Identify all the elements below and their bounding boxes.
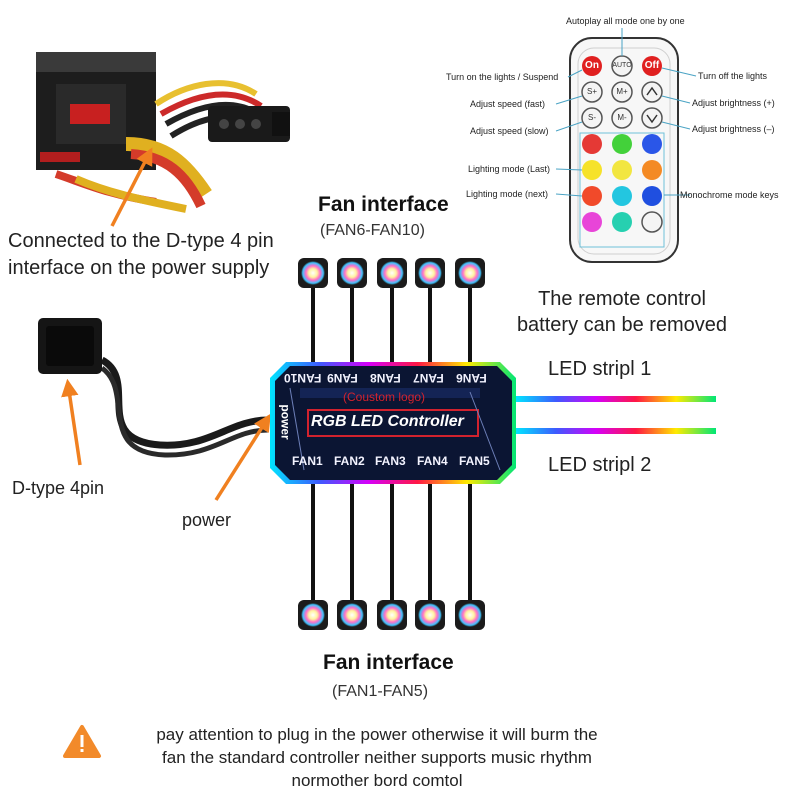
- fan4-label: FAN4: [417, 454, 448, 468]
- brightness-up-icon: [646, 86, 658, 96]
- fan-bottom-4: [415, 600, 445, 630]
- fan8-label: FAN8: [370, 371, 401, 385]
- bottom-fans: [298, 600, 485, 630]
- fan-bottom-2: [337, 600, 367, 630]
- callout-mode-last: Lighting mode (Last): [468, 164, 551, 174]
- remote-speed-plus-button: [581, 81, 603, 103]
- dtype-connector: [38, 318, 269, 458]
- callout-mode-next: Lighting mode (next): [466, 189, 549, 199]
- psu-caption-line1: Connected to the D-type 4 pin: [8, 230, 274, 252]
- psu-caption-line2: interface on the power supply: [8, 257, 270, 279]
- remote-control: [555, 28, 697, 263]
- led-strip-1-label: LED stripl 1: [548, 358, 652, 380]
- dtype-arrow: [61, 378, 82, 466]
- remote-mode-minus-button: [611, 107, 633, 129]
- fan10-label: FAN10: [284, 371, 322, 385]
- custom-logo-label: (Coustom logo): [343, 390, 426, 404]
- remote-off-label: Off: [644, 60, 660, 71]
- remote-m-plus-label: M+: [616, 87, 628, 96]
- warning-line3: normother bord comtol: [291, 771, 463, 790]
- led-strip-1: [516, 396, 716, 402]
- power-arrow: [214, 413, 271, 501]
- warning-icon: [63, 725, 101, 758]
- fan-top-title: Fan interface: [318, 193, 449, 216]
- fan-top-3: [377, 258, 407, 288]
- warning-line2: fan the standard controller neither supp…: [162, 748, 592, 767]
- warning-line1: pay attention to plug in the power other…: [156, 725, 598, 744]
- led-strip-2: [516, 428, 716, 434]
- remote-auto-label: AUTO: [612, 62, 632, 69]
- warning-text: pay attention to plug in the power other…: [112, 723, 642, 792]
- fan1-label: FAN1: [292, 454, 323, 468]
- led-strip-2-label: LED stripl 2: [548, 454, 652, 476]
- top-fan-cables: [311, 282, 472, 362]
- callout-turn-on: Turn on the lights / Suspend: [446, 72, 559, 82]
- callout-autoplay: Autoplay all mode one by one: [566, 16, 685, 26]
- fan5-label: FAN5: [459, 454, 490, 468]
- psu-photo: [36, 44, 316, 214]
- remote-off-button: [642, 56, 662, 76]
- fan6-label: FAN6: [456, 371, 487, 385]
- fan-bottom-3: [377, 600, 407, 630]
- rgb-controller: [270, 362, 516, 484]
- remote-s-plus-label: S+: [586, 87, 597, 96]
- fan7-label: FAN7: [413, 371, 444, 385]
- remote-s-minus-label: S-: [588, 113, 596, 122]
- fan9-label: FAN9: [327, 371, 358, 385]
- callout-bright-minus: Adjust brightness (–): [692, 124, 775, 134]
- remote-on-button: [582, 56, 602, 76]
- fan-bottom-1: [298, 600, 328, 630]
- brightness-down-icon: [646, 114, 658, 124]
- remote-on-label: On: [585, 60, 599, 71]
- fan-top-subtitle: (FAN6-FAN10): [320, 222, 425, 239]
- callout-turn-off: Turn off the lights: [698, 71, 768, 81]
- remote-bright-up-button: [641, 81, 663, 103]
- fan-bottom-subtitle: (FAN1-FAN5): [332, 683, 429, 700]
- fan-top-4: [415, 258, 445, 288]
- fan-top-2: [337, 258, 367, 288]
- controller-power-label: power: [278, 404, 293, 440]
- psu-caption: Connected to the D-type 4 pin interface …: [8, 228, 274, 282]
- battery-line1: The remote control: [538, 288, 706, 310]
- fan2-label: FAN2: [334, 454, 365, 468]
- remote-m-minus-label: M-: [617, 113, 627, 122]
- controller-title: RGB LED Controller: [311, 413, 464, 430]
- fan3-label: FAN3: [375, 454, 406, 468]
- remote-mode-plus-button: [611, 81, 633, 103]
- fan-top-1: [298, 258, 328, 288]
- battery-note: The remote control battery can be remove…: [508, 286, 736, 338]
- fan-top-5: [455, 258, 485, 288]
- callout-mono-keys: Monochrome mode keys: [680, 190, 779, 200]
- top-fans: [298, 258, 485, 288]
- callout-speed-fast: Adjust speed (fast): [470, 99, 546, 109]
- dtype-label: D-type 4pin: [12, 478, 105, 498]
- psu-arrow: [110, 147, 153, 227]
- fan-bottom-title: Fan interface: [323, 651, 454, 674]
- callout-bright-plus: Adjust brightness (+): [692, 98, 775, 108]
- power-label: power: [182, 510, 232, 530]
- remote-speed-minus-button: [581, 107, 603, 129]
- fan-bottom-5: [455, 600, 485, 630]
- callout-speed-slow: Adjust speed (slow): [470, 126, 549, 136]
- remote-bright-down-button: [641, 107, 663, 129]
- battery-line2: battery can be removed: [516, 314, 728, 336]
- bottom-fan-cables: [311, 480, 472, 602]
